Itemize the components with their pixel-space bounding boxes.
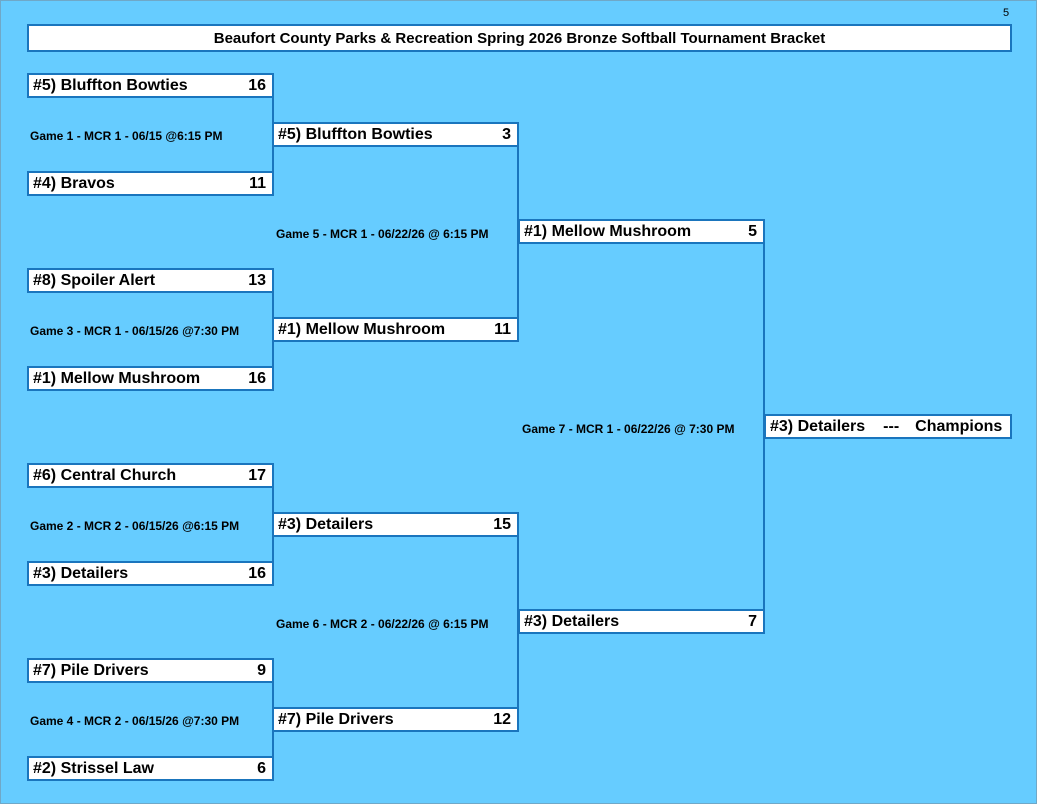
team-name: #6) Central Church bbox=[33, 466, 177, 484]
game-label: Game 1 - MCR 1 - 06/15 @6:15 PM bbox=[30, 129, 223, 143]
page-number: 5 bbox=[1002, 7, 1010, 19]
team-name: #8) Spoiler Alert bbox=[33, 271, 156, 289]
team-score: 5 bbox=[748, 222, 757, 240]
team-score: 13 bbox=[248, 271, 266, 289]
team-name: #2) Strissel Law bbox=[33, 759, 154, 777]
team-score: 6 bbox=[257, 759, 266, 777]
team-name: #1) Mellow Mushroom bbox=[278, 320, 446, 338]
game-label: Game 4 - MCR 2 - 06/15/26 @7:30 PM bbox=[30, 714, 240, 728]
round1-team-slot: #7) Pile Drivers 9 bbox=[27, 658, 274, 683]
round1-team-slot: #2) Strissel Law 6 bbox=[27, 756, 274, 781]
round2-team-slot: #1) Mellow Mushroom 11 bbox=[272, 317, 519, 342]
game-label: Game 2 - MCR 2 - 06/15/26 @6:15 PM bbox=[30, 519, 240, 533]
round2-team-slot: #3) Detailers 15 bbox=[272, 512, 519, 537]
round2-team-slot: #7) Pile Drivers 12 bbox=[272, 707, 519, 732]
team-score: 15 bbox=[493, 515, 511, 533]
round1-team-slot: #1) Mellow Mushroom 16 bbox=[27, 366, 274, 391]
champion-slot: #3) Detailers --- Champions bbox=[764, 414, 1012, 439]
game-label: Game 6 - MCR 2 - 06/22/26 @ 6:15 PM bbox=[276, 617, 489, 631]
team-name: #4) Bravos bbox=[33, 174, 115, 192]
team-score: 17 bbox=[248, 466, 266, 484]
team-score: 3 bbox=[502, 125, 511, 143]
team-name: #1) Mellow Mushroom bbox=[33, 369, 201, 387]
round1-team-slot: #6) Central Church 17 bbox=[27, 463, 274, 488]
team-name: #3) Detailers bbox=[33, 564, 129, 582]
champion-label: Champions bbox=[915, 417, 1003, 435]
team-score: 11 bbox=[494, 320, 511, 338]
round1-team-slot: #3) Detailers 16 bbox=[27, 561, 274, 586]
team-score: 12 bbox=[493, 710, 511, 728]
team-score: 11 bbox=[249, 174, 266, 192]
team-name: #7) Pile Drivers bbox=[278, 710, 394, 728]
game-label: Game 5 - MCR 1 - 06/22/26 @ 6:15 PM bbox=[276, 227, 489, 241]
champion-team: #3) Detailers bbox=[770, 417, 866, 435]
bracket-title: Beaufort County Parks & Recreation Sprin… bbox=[27, 24, 1012, 52]
team-score: 16 bbox=[248, 369, 266, 387]
round1-team-slot: #5) Bluffton Bowties 16 bbox=[27, 73, 274, 98]
round2-team-slot: #5) Bluffton Bowties 3 bbox=[272, 122, 519, 147]
team-name: #3) Detailers bbox=[524, 612, 620, 630]
round1-team-slot: #4) Bravos 11 bbox=[27, 171, 274, 196]
team-name: #3) Detailers bbox=[278, 515, 374, 533]
game-label: Game 3 - MCR 1 - 06/15/26 @7:30 PM bbox=[30, 324, 240, 338]
team-name: #5) Bluffton Bowties bbox=[33, 76, 188, 94]
round3-team-slot: #1) Mellow Mushroom 5 bbox=[518, 219, 765, 244]
team-name: #5) Bluffton Bowties bbox=[278, 125, 433, 143]
game-label: Game 7 - MCR 1 - 06/22/26 @ 7:30 PM bbox=[522, 422, 735, 436]
team-name: #1) Mellow Mushroom bbox=[524, 222, 692, 240]
champion-separator: --- bbox=[883, 417, 900, 435]
team-score: 9 bbox=[257, 661, 266, 679]
round1-team-slot: #8) Spoiler Alert 13 bbox=[27, 268, 274, 293]
team-score: 16 bbox=[248, 76, 266, 94]
round3-team-slot: #3) Detailers 7 bbox=[518, 609, 765, 634]
team-name: #7) Pile Drivers bbox=[33, 661, 149, 679]
team-score: 7 bbox=[748, 612, 757, 630]
team-score: 16 bbox=[248, 564, 266, 582]
